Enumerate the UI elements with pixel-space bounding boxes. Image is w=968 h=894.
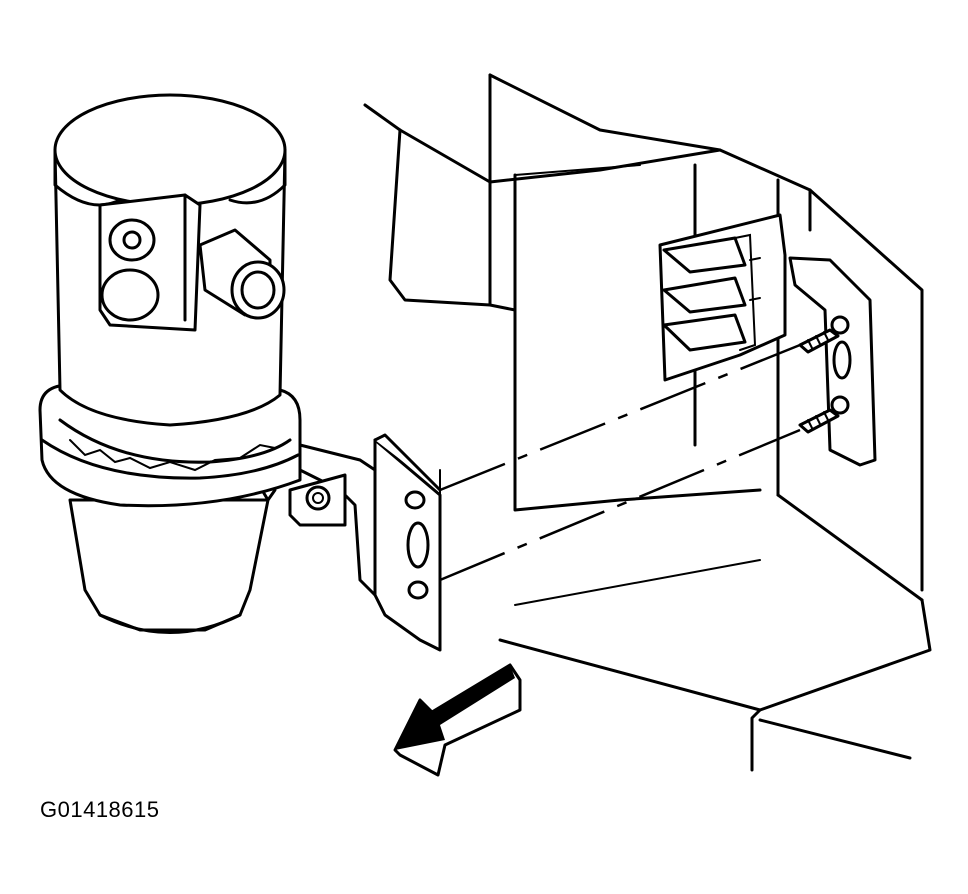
inlet-port-icon (108, 218, 156, 262)
mounting-bracket (260, 433, 442, 652)
body-mounting-plate (788, 256, 877, 467)
vehicle-body-panel (363, 73, 932, 772)
receiver-dehydrator (38, 93, 302, 634)
wiring-clip-plate (658, 213, 787, 382)
forward-direction-arrow (393, 663, 522, 777)
nut-icon (305, 485, 331, 511)
bracket-bolts (798, 328, 840, 434)
figure-id-label: G01418615 (40, 797, 160, 822)
